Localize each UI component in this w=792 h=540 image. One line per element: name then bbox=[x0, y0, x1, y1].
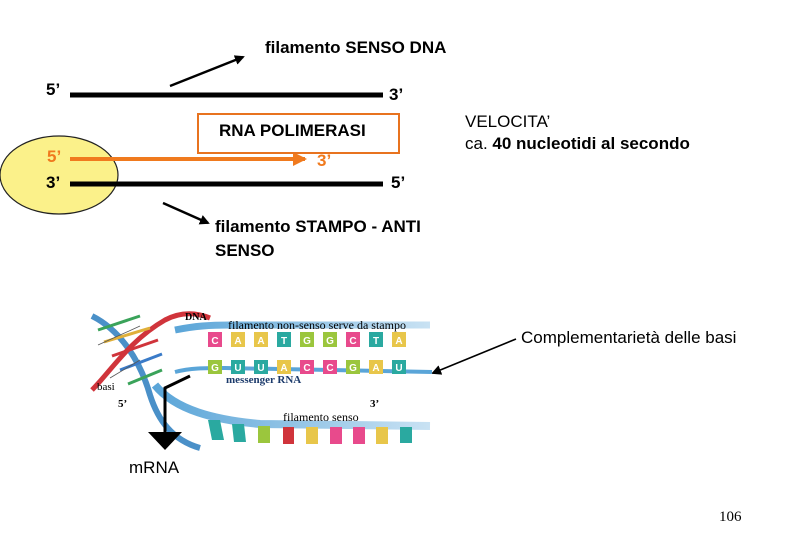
template-base: G bbox=[300, 332, 314, 347]
end-label-rna-right: 3’ bbox=[317, 151, 332, 170]
messenger-rna-label: messenger RNA bbox=[226, 374, 302, 386]
speed-label-value: 40 nucleotidi al secondo bbox=[492, 134, 690, 153]
mrna-arrowhead bbox=[148, 432, 182, 450]
svg-text:C: C bbox=[303, 363, 310, 374]
speed-label-line1: VELOCITA’ bbox=[465, 112, 551, 131]
rna-base: G bbox=[208, 360, 222, 374]
end-label-top-right: 3’ bbox=[389, 85, 404, 104]
svg-text:G: G bbox=[211, 363, 219, 374]
transcription-illustration: C A A T G G C T A G U U A C C G A U bbox=[90, 310, 433, 451]
template-base: A bbox=[392, 332, 406, 347]
template-base: A bbox=[231, 332, 245, 347]
template-base: C bbox=[208, 332, 222, 347]
template-bases-row: C A A T G G C T A bbox=[208, 332, 406, 347]
template-strand-label-line1: filamento STAMPO - ANTI bbox=[215, 217, 421, 236]
svg-text:A: A bbox=[372, 363, 379, 374]
end-label-bottom-right: 5’ bbox=[391, 173, 406, 192]
svg-text:T: T bbox=[373, 336, 379, 347]
template-caption: filamento non-senso serve da stampo bbox=[228, 318, 406, 332]
complementarity-label: Complementarietà delle basi bbox=[521, 328, 737, 347]
rna-base: C bbox=[323, 360, 337, 374]
svg-text:G: G bbox=[303, 336, 311, 347]
template-strand-label-line2: SENSO bbox=[215, 241, 275, 260]
template-base: T bbox=[277, 332, 291, 347]
template-base: C bbox=[346, 332, 360, 347]
svg-text:C: C bbox=[326, 363, 333, 374]
end-label-rna-left: 5’ bbox=[47, 147, 62, 166]
template-base: G bbox=[323, 332, 337, 347]
svg-text:A: A bbox=[280, 363, 287, 374]
svg-text:C: C bbox=[211, 336, 218, 347]
five-prime-label: 5’ bbox=[118, 398, 128, 410]
sense-pointer-arrow bbox=[169, 55, 245, 88]
rna-bases-row: G U U A C C G A U bbox=[208, 360, 406, 374]
rna-base: U bbox=[254, 360, 268, 374]
speed-label-line2: ca. 40 nucleotidi al secondo bbox=[465, 134, 690, 154]
rna-polymerase-label: RNA POLIMERASI bbox=[219, 121, 366, 140]
svg-text:A: A bbox=[234, 336, 241, 347]
mrna-pointer-line bbox=[163, 374, 191, 433]
page-number: 106 bbox=[719, 509, 742, 525]
svg-text:C: C bbox=[349, 336, 356, 347]
polymerase-ellipse bbox=[0, 135, 119, 215]
template-pointer-arrow bbox=[162, 201, 210, 225]
rna-base: U bbox=[392, 360, 406, 374]
svg-text:U: U bbox=[234, 363, 241, 374]
svg-text:A: A bbox=[395, 336, 402, 347]
sense-strand-label: filamento SENSO DNA bbox=[265, 38, 446, 58]
basi-label: basi bbox=[97, 381, 115, 393]
mrna-label: mRNA bbox=[129, 458, 180, 477]
sense-bases-row bbox=[208, 420, 412, 444]
rna-base: U bbox=[231, 360, 245, 374]
dna-label: DNA bbox=[185, 312, 207, 323]
template-base: T bbox=[369, 332, 383, 347]
end-label-top-left: 5’ bbox=[46, 80, 61, 99]
rna-base: A bbox=[277, 360, 291, 374]
rna-base: G bbox=[346, 360, 360, 374]
speed-label-prefix: ca. bbox=[465, 134, 493, 153]
end-label-bottom-left: 3’ bbox=[46, 173, 61, 192]
svg-text:T: T bbox=[281, 336, 287, 347]
rna-polymerase-box bbox=[197, 113, 400, 154]
svg-text:A: A bbox=[257, 336, 264, 347]
svg-text:G: G bbox=[349, 363, 357, 374]
template-base: A bbox=[254, 332, 268, 347]
svg-text:U: U bbox=[395, 363, 402, 374]
svg-text:G: G bbox=[326, 336, 334, 347]
rna-base: A bbox=[369, 360, 383, 374]
sense-caption: filamento senso bbox=[283, 410, 359, 424]
sense-strand-label-prefix: filamento bbox=[265, 38, 346, 57]
rna-base: C bbox=[300, 360, 314, 374]
three-prime-label: 3’ bbox=[370, 398, 380, 410]
svg-text:U: U bbox=[257, 363, 264, 374]
sense-strand-label-bold: SENSO DNA bbox=[345, 38, 447, 57]
complementarity-pointer-arrow bbox=[431, 338, 517, 375]
